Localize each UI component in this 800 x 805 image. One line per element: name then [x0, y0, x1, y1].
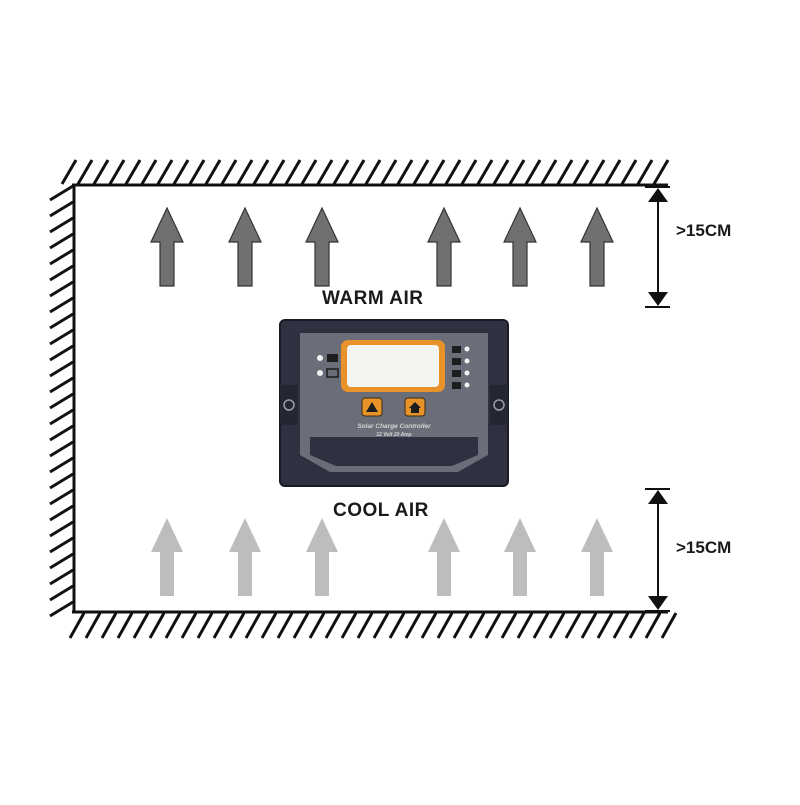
status-indicators	[452, 346, 470, 389]
cool-air-arrows	[151, 518, 613, 596]
ceiling-hatching	[60, 159, 670, 185]
indicator-led	[317, 355, 323, 361]
air-flow-arrow-icon	[580, 206, 614, 287]
indicator-led	[317, 370, 323, 376]
air-flow-arrow-icon	[503, 206, 537, 287]
air-flow-arrow-icon	[228, 206, 262, 287]
home-icon	[409, 402, 421, 413]
air-flow-arrow-icon	[306, 518, 338, 596]
warm-air-arrows	[150, 206, 614, 287]
panel-bottom-band	[310, 437, 478, 466]
clearance-top-label: >15CM	[676, 221, 732, 240]
air-flow-arrow-icon	[428, 518, 460, 596]
warm-air-label: WARM AIR	[322, 288, 424, 309]
charge-controller: Solar Charge Controller 12 Volt 20 Amp	[279, 319, 509, 487]
solar-panel-icon	[327, 354, 338, 362]
air-flow-arrow-icon	[305, 206, 339, 287]
floor-hatching	[68, 612, 678, 639]
clearance-bottom-label: >15CM	[676, 538, 732, 557]
mounting-hole-icon	[493, 399, 505, 411]
air-flow-arrow-icon	[229, 518, 261, 596]
mounting-hole-icon	[283, 399, 295, 411]
battery-icon	[326, 368, 339, 378]
lcd-screen	[347, 345, 439, 387]
left-wall-hatching	[49, 184, 74, 618]
clearance-dimension-bottom	[645, 488, 670, 612]
air-flow-arrow-icon	[504, 518, 536, 596]
controller-name-text: Solar Charge Controller	[357, 423, 431, 430]
air-flow-arrow-icon	[427, 206, 461, 287]
air-flow-arrow-icon	[150, 206, 184, 287]
cool-air-label: COOL AIR	[333, 500, 429, 521]
up-arrow-icon	[366, 402, 378, 412]
air-flow-arrow-icon	[151, 518, 183, 596]
air-flow-arrow-icon	[581, 518, 613, 596]
controller-rating-text: 12 Volt 20 Amp	[376, 432, 411, 438]
clearance-dimension-top	[645, 186, 670, 308]
